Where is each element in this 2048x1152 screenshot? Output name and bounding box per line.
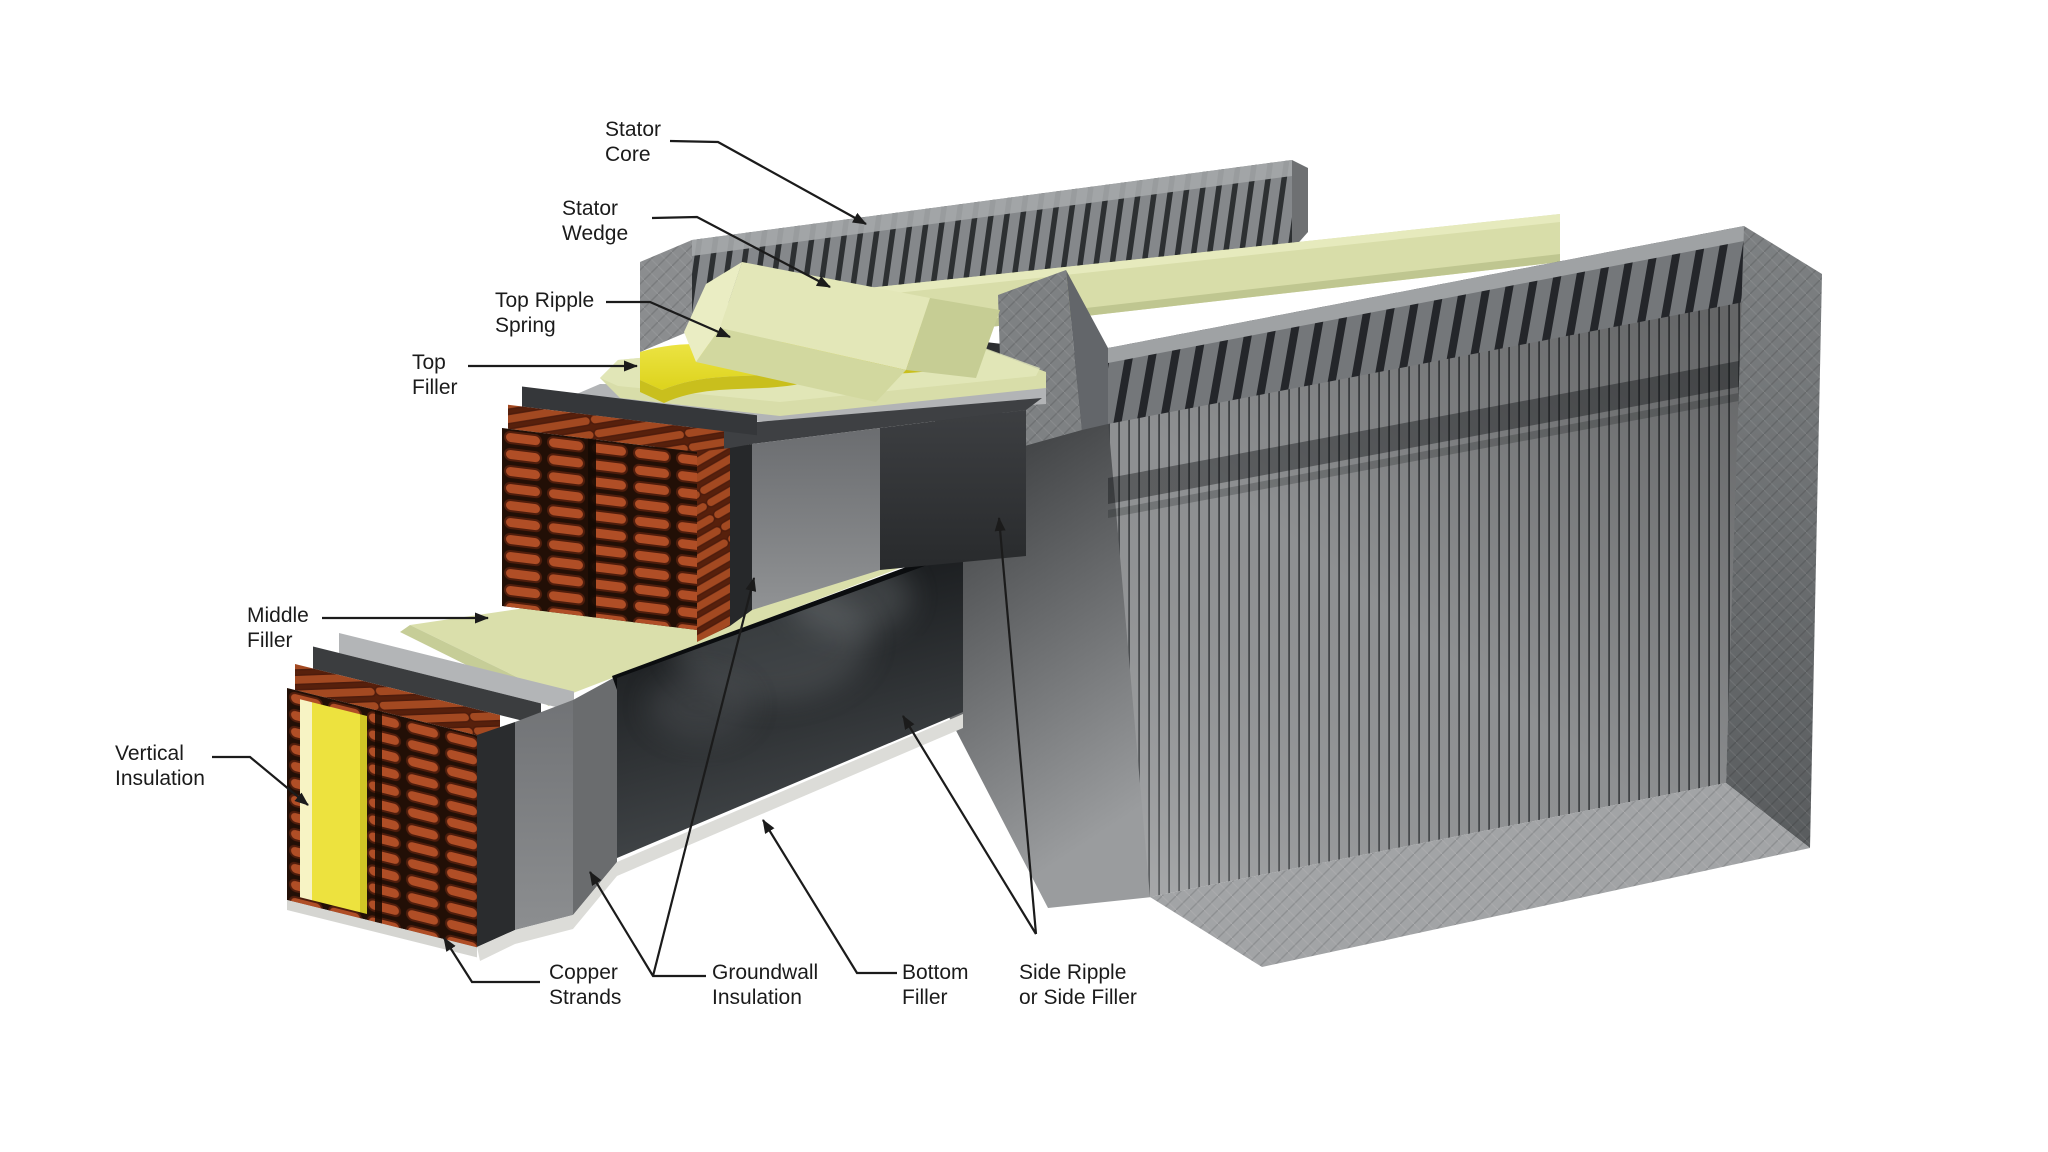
core-front-tooth-side [1066,270,1108,430]
label-groundwall-insulation-line1: Groundwall [712,961,819,984]
bottom-groundwall-gray-face-2 [573,676,617,915]
label-side-ripple-line2: or Side Filler [1019,986,1137,1009]
bottom-strand-column-gap [375,709,382,924]
top-strand-tubes-top [508,404,724,456]
top-groundwall-gray-face [752,428,880,610]
core-lamination-step-band [1108,360,1744,504]
bottom-bar-dark-separator [477,722,515,947]
leader-stator-wedge [651,215,831,288]
label-vertical-insulation-line1: Vertical [115,742,184,765]
leader-side-ripple-1 [902,715,1037,935]
top-strand-tubes-side [697,448,730,642]
label-middle-filler-line2: Filler [247,629,293,652]
core-laminated-face-shading [1108,298,1744,897]
leader-lines [212,139,1038,984]
core-top-teeth-highlight [1108,226,1744,363]
bottom-filler-under-copper [287,900,477,958]
bottom-filler-strip [477,714,963,961]
label-bottom-filler-line1: Bottom [902,961,969,984]
label-top-filler-line1: Top [412,351,446,374]
label-stator-core-line1: Stator [605,118,662,141]
label-side-ripple: Side Ripple or Side Filler [1019,960,1137,1010]
label-copper-strands: Copper Strands [549,960,621,1010]
stator-wedge-chamfer-lower [696,328,906,402]
leader-copper-strands [443,937,540,984]
label-copper-strands-line2: Strands [549,986,622,1009]
reflection-blob-3 [648,672,752,740]
leader-stator-core [669,139,867,225]
vertical-insulation-shade [360,714,367,914]
back-row-top-highlight [692,160,1292,256]
core-base-face-texture [1150,783,1810,967]
leader-bottom-filler [762,819,897,975]
label-top-filler-line2: Filler [412,376,458,399]
core-right-face-texture [1726,226,1822,848]
top-copper-strand-grid [502,428,697,630]
top-bar [502,262,1046,642]
leader-side-ripple-2 [994,517,1038,935]
label-middle-filler-line1: Middle [247,604,309,627]
label-copper-strands-line1: Copper [549,961,618,984]
bottom-strand-tubes-top [295,663,500,742]
stator-wedge-side-face [906,298,1000,378]
label-top-ripple-spring: Top Ripple Spring [495,288,594,338]
core-lamination-step-line [1108,392,1744,518]
top-bar-face-stack [502,386,757,630]
back-row-end-cap-texture [640,240,692,352]
top-strand-column-gap [588,438,596,618]
bottom-bar-charcoal-layer [313,646,541,726]
stator-wedge-chamfer-upper [720,262,930,370]
label-bottom-filler: Bottom Filler [902,960,969,1010]
stator-wedge-end-face [684,262,742,362]
stator-core-block [935,226,1822,967]
label-vertical-insulation: Vertical Insulation [115,741,205,791]
leader-top-ripple-spring [606,300,731,339]
label-bottom-filler-line2: Filler [902,986,948,1009]
label-stator-core: Stator Core [605,117,661,167]
back-row-right-cap [1292,160,1308,250]
label-middle-filler: Middle Filler [247,603,309,653]
bottom-groundwall-gray-face [515,700,573,930]
label-top-ripple-spring-line1: Top Ripple [495,289,595,312]
vertical-insulation-sheet [312,702,360,913]
label-groundwall-insulation-line2: Insulation [712,986,802,1009]
label-stator-wedge-line1: Stator [562,197,619,220]
top-groundwall-charcoal-face [880,410,1026,570]
core-top-teeth [1108,226,1744,424]
label-groundwall-insulation: Groundwall Insulation [712,960,818,1010]
leader-groundwall-2 [651,577,757,977]
label-side-ripple-line1: Side Ripple [1019,961,1127,984]
label-top-ripple-spring-line2: Spring [495,314,556,337]
label-vertical-insulation-line2: Insulation [115,767,205,790]
label-stator-wedge-line2: Wedge [562,222,629,245]
label-stator-core-line2: Core [605,143,651,166]
label-top-filler: Top Filler [412,350,458,400]
bottom-bar-gray-layer [339,632,574,712]
label-stator-wedge: Stator Wedge [562,196,628,246]
top-bar-charcoal-layer [522,386,757,436]
wedge-strip-edge-highlight [700,214,1560,314]
leader-vertical-insulation [212,755,309,806]
